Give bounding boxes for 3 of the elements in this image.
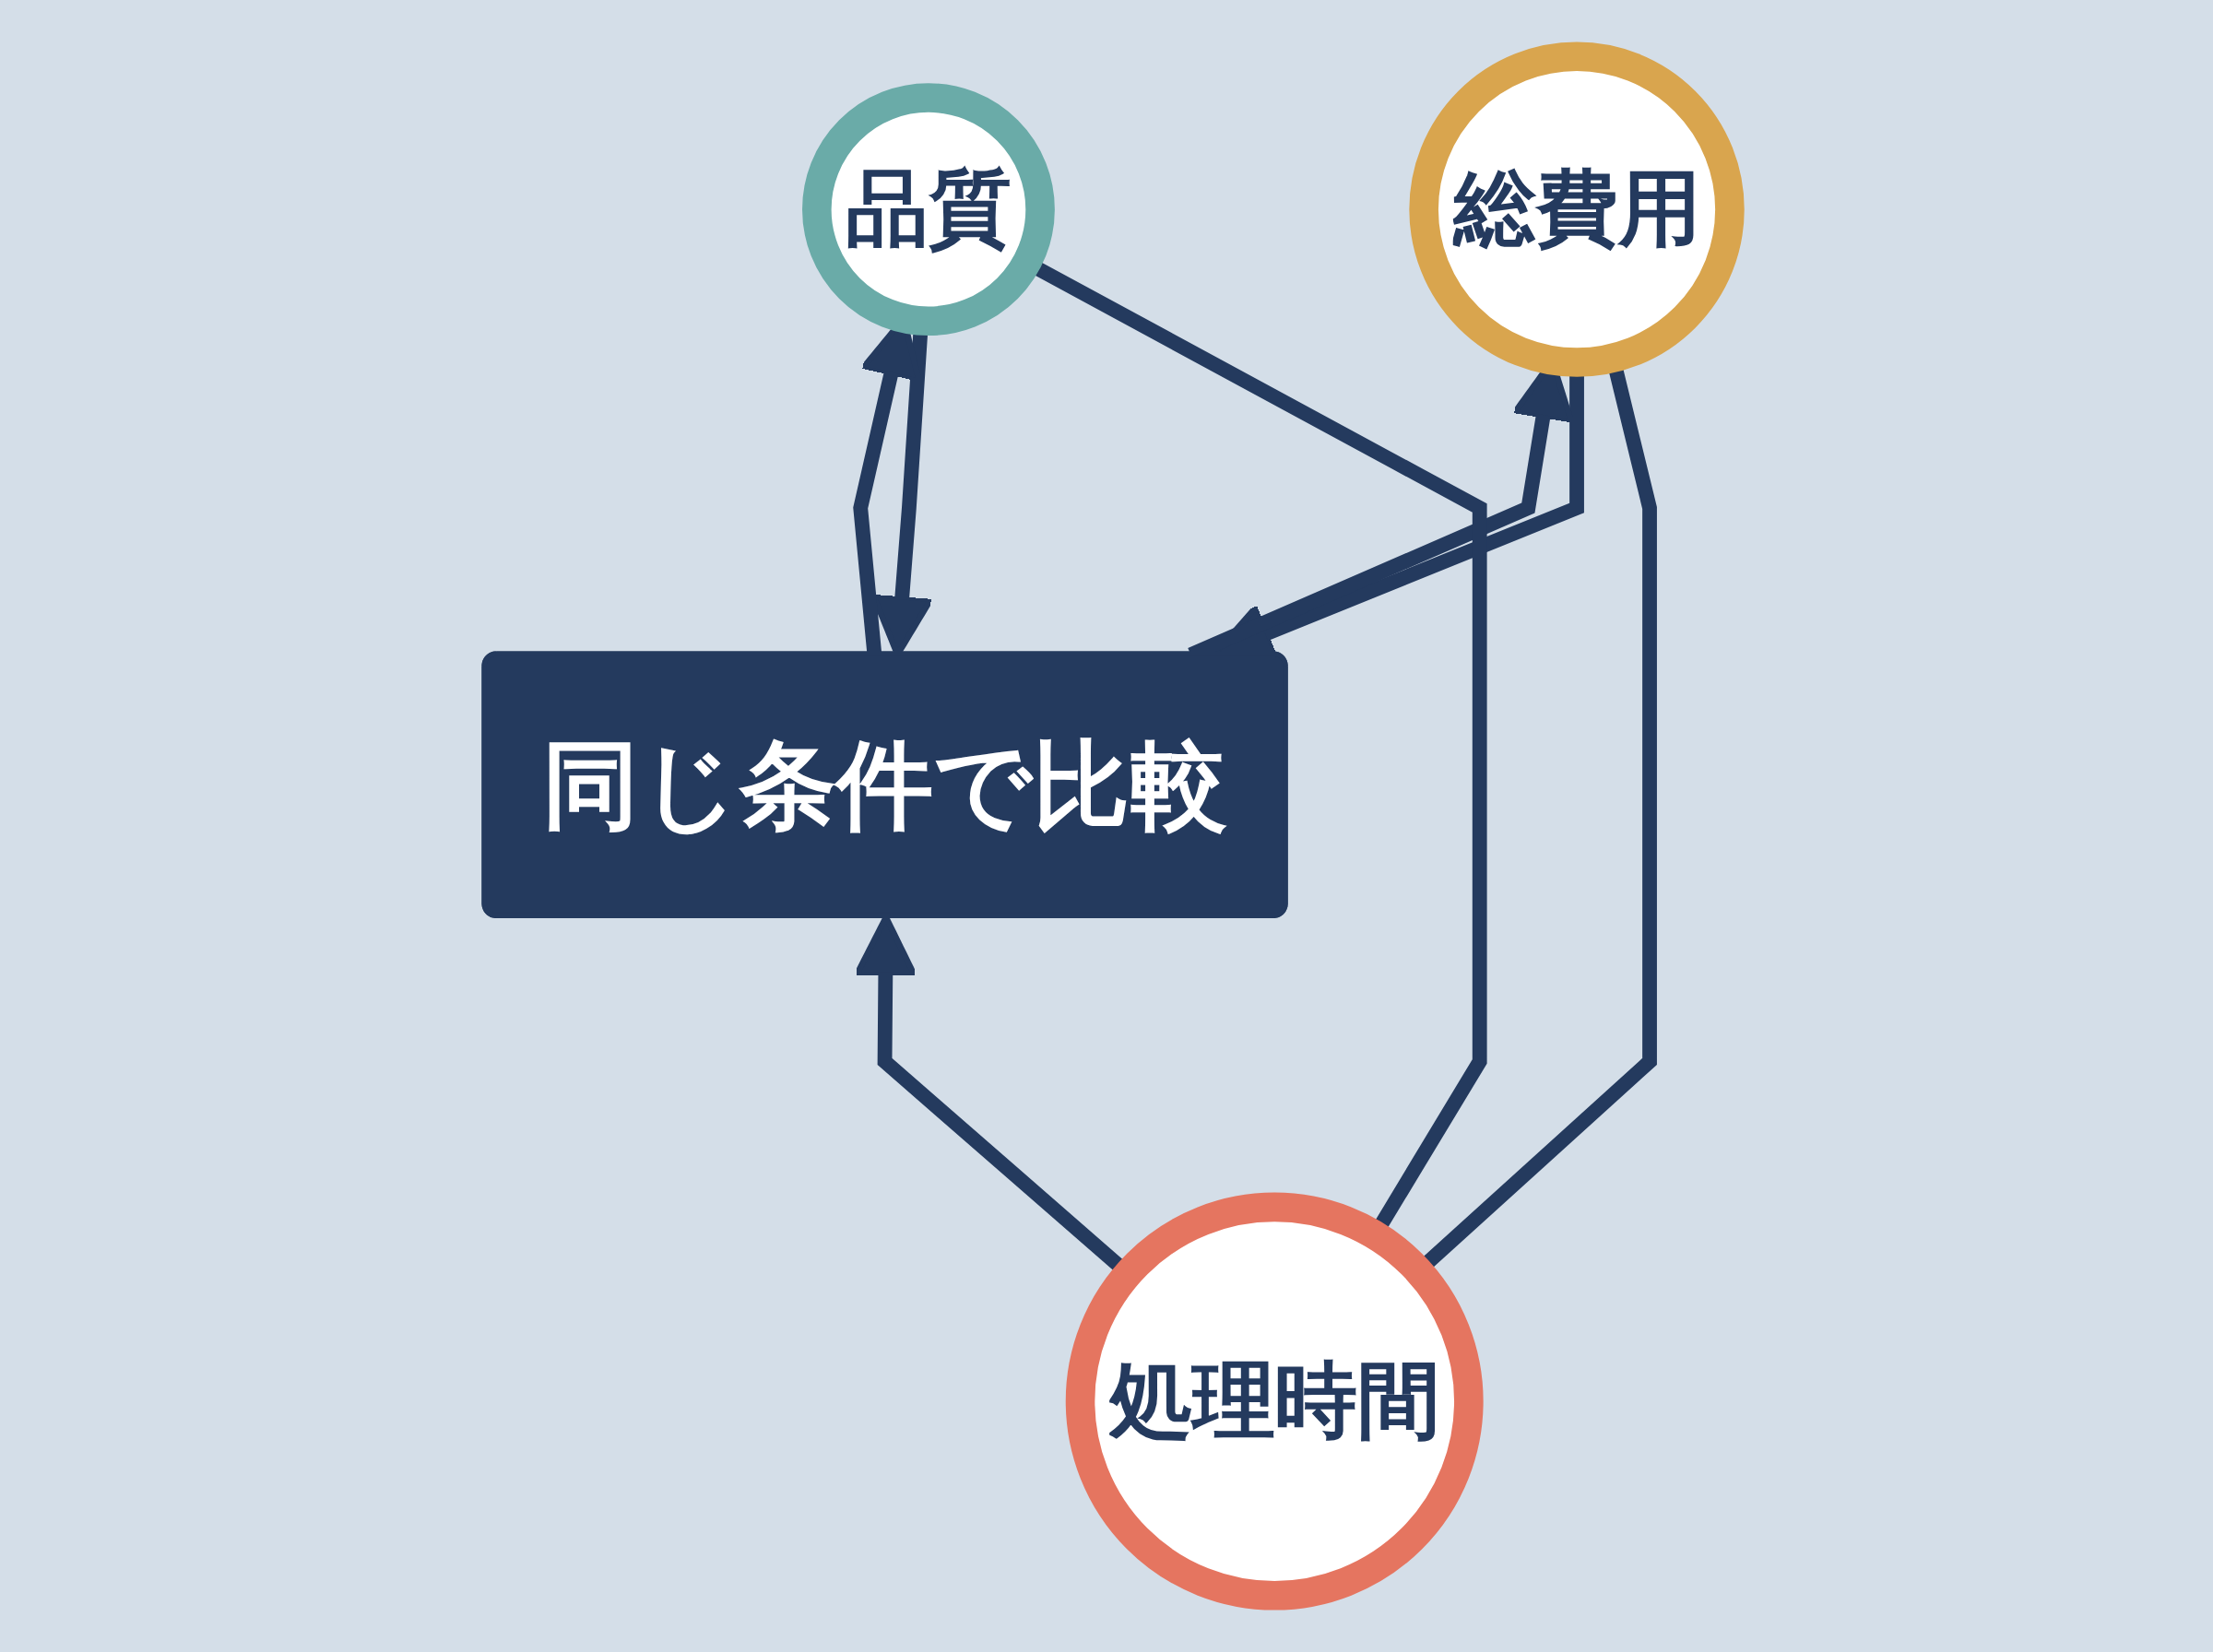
node-circle: 総費用 — [1408, 41, 1745, 377]
node-circle: 処理時間 — [1065, 1192, 1484, 1611]
node-circle: 品質 — [801, 83, 1055, 336]
